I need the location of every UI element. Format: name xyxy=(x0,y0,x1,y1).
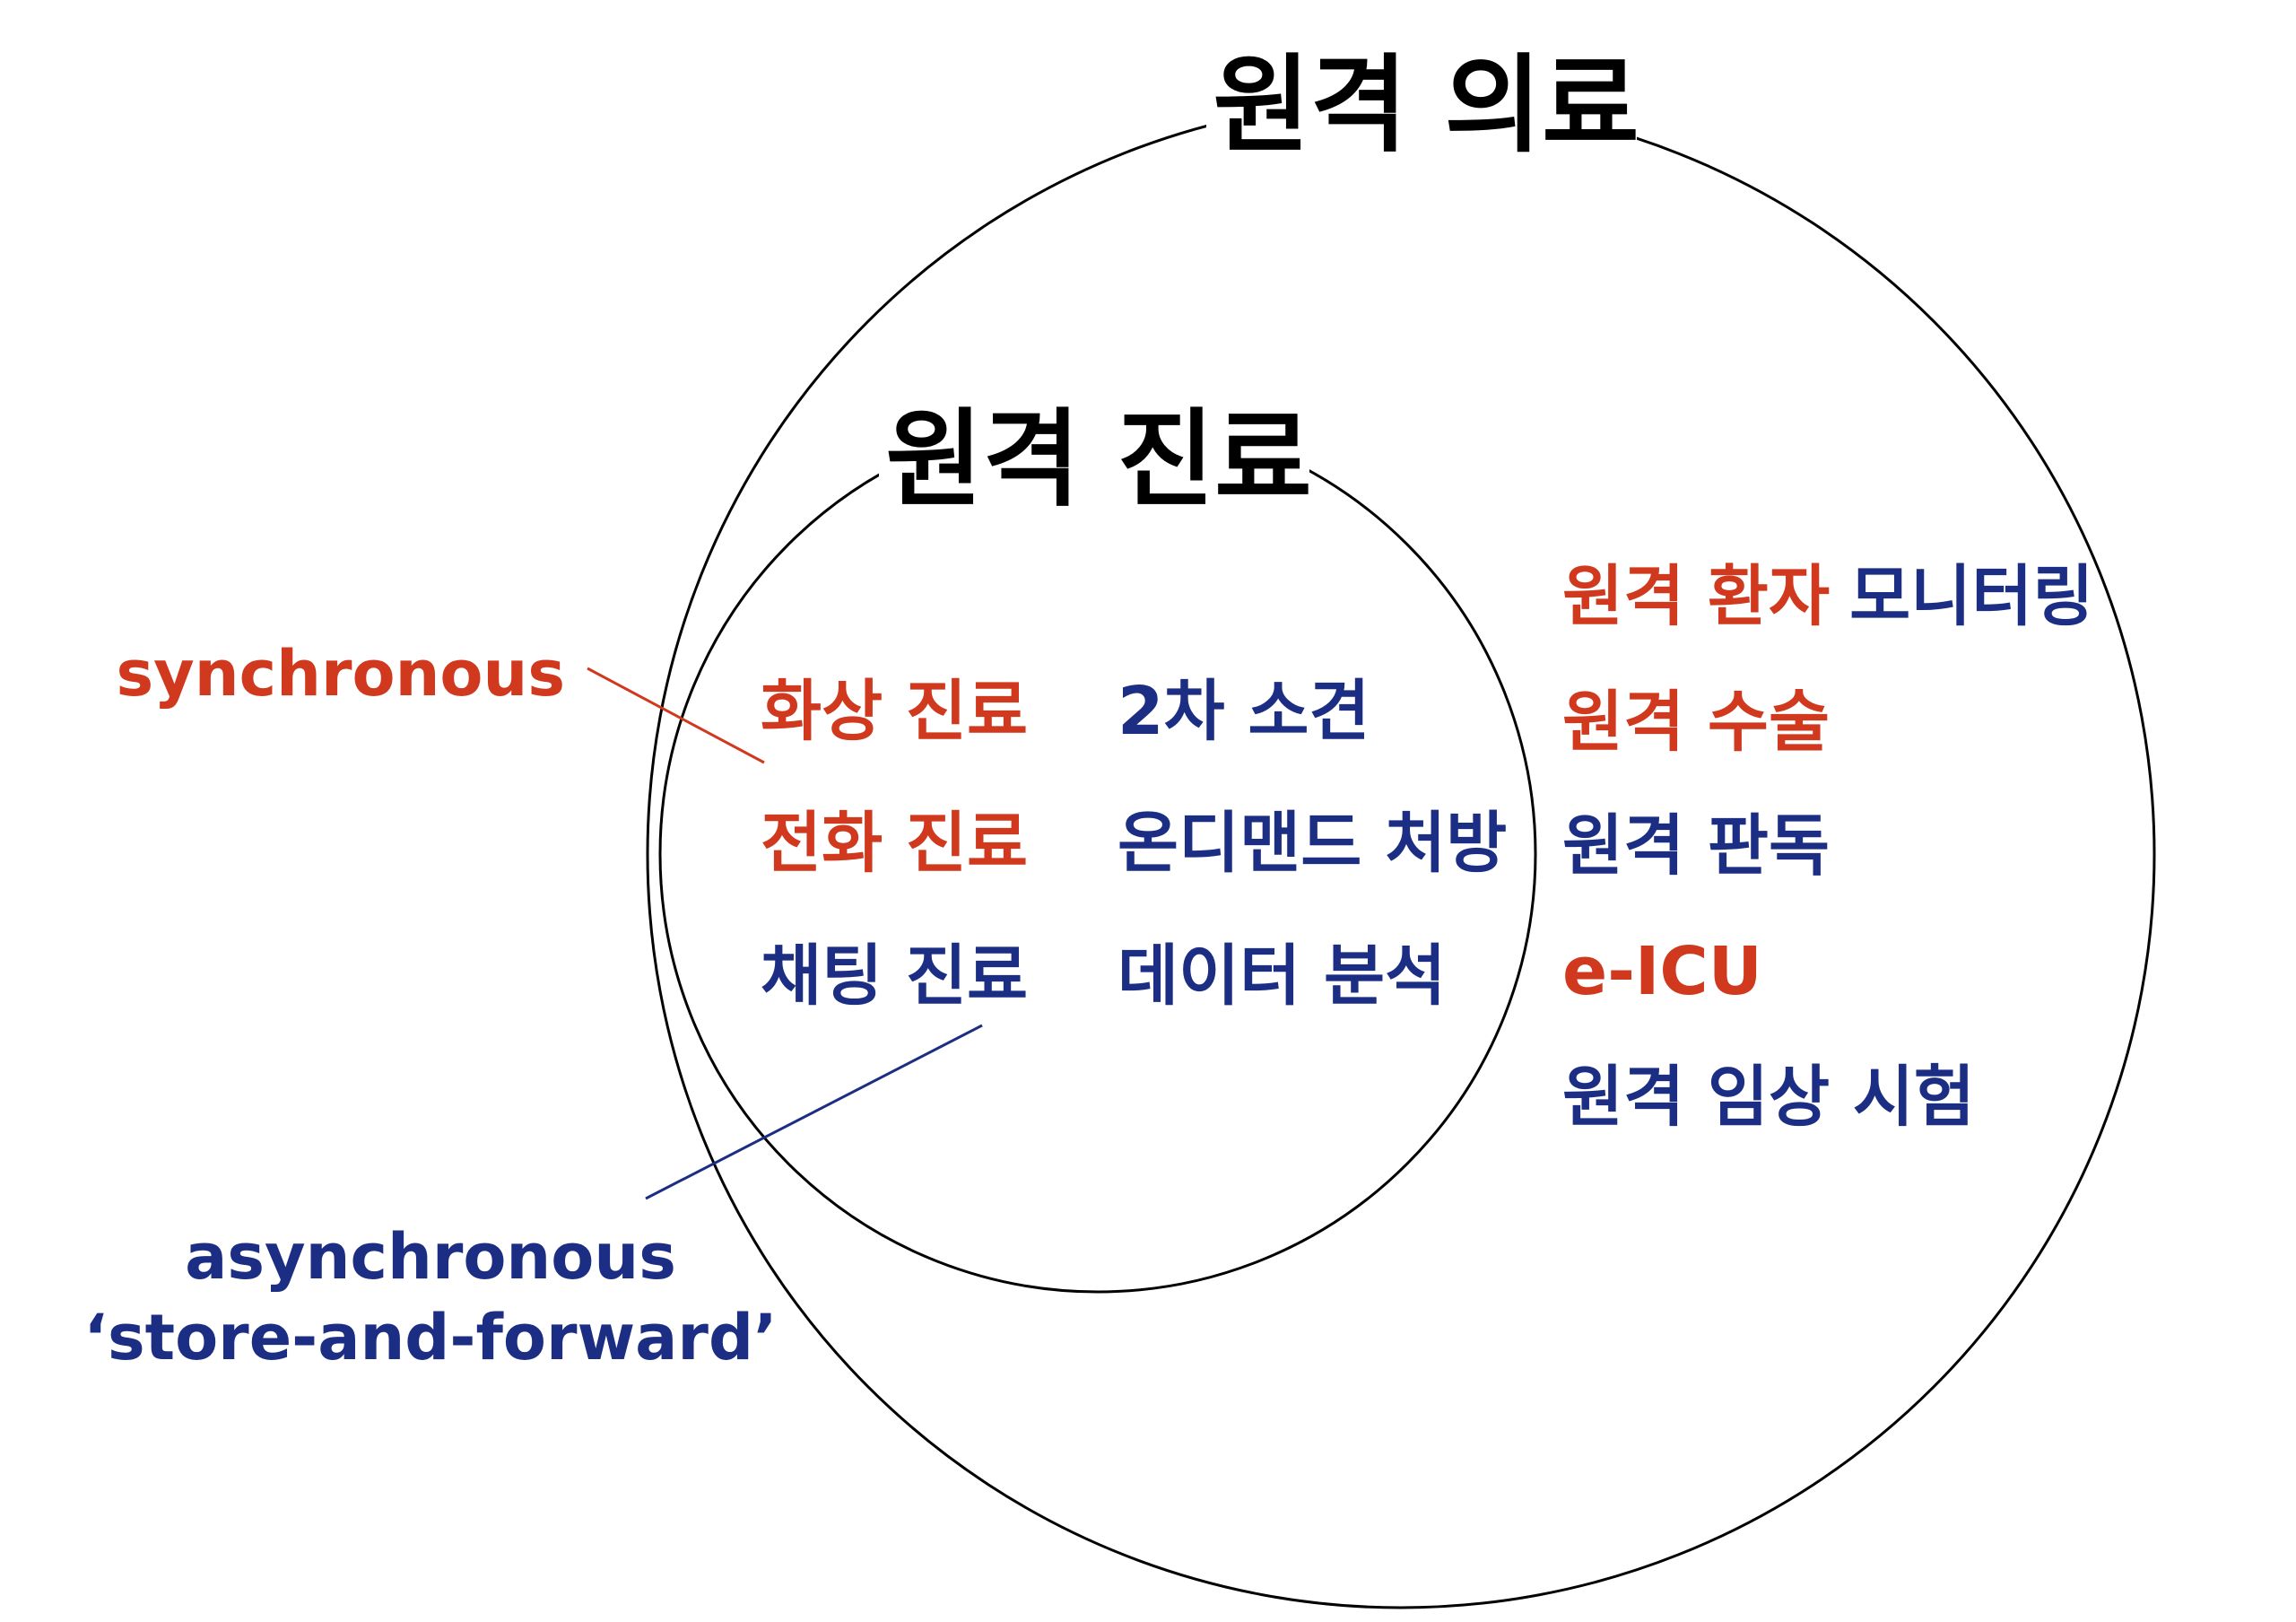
synchronous-leader-line xyxy=(587,667,765,764)
inner-title-backing xyxy=(879,390,1309,516)
monitoring-prefix: 원격 환자 xyxy=(1562,558,1830,635)
inner-item-video-consult: 화상 진료 xyxy=(761,673,1028,750)
outer-circle-title: 원격 의료 xyxy=(1213,43,1639,167)
asynchronous-leader-line xyxy=(645,1024,983,1200)
outer-title-backing xyxy=(1206,36,1637,161)
inner-item-second-opinion: 2차 소견 xyxy=(1118,673,1370,750)
synchronous-label: synchronous xyxy=(117,637,566,711)
outer-item-e-icu: e-ICU xyxy=(1562,933,1762,1010)
asynchronous-label-line2: ‘store-and-forward’ xyxy=(83,1301,777,1374)
outer-item-remote-surgery: 원격 수술 xyxy=(1562,684,1830,761)
monitoring-suffix: 모니터링 xyxy=(1849,558,2093,635)
inner-item-on-demand-prescription: 온디맨드 처방 xyxy=(1118,805,1507,882)
outer-item-remote-reading: 원격 판독 xyxy=(1562,807,1830,885)
outer-item-remote-clinical-trial: 원격 임상 시험 xyxy=(1562,1059,1975,1136)
asynchronous-label-line1: asynchronous xyxy=(185,1220,676,1294)
inner-item-chat-consult: 채팅 진료 xyxy=(761,937,1028,1015)
inner-item-phone-consult: 전화 진료 xyxy=(761,805,1028,882)
inner-item-data-analysis: 데이터 분석 xyxy=(1118,937,1446,1015)
inner-circle-title: 원격 진료 xyxy=(885,397,1311,521)
